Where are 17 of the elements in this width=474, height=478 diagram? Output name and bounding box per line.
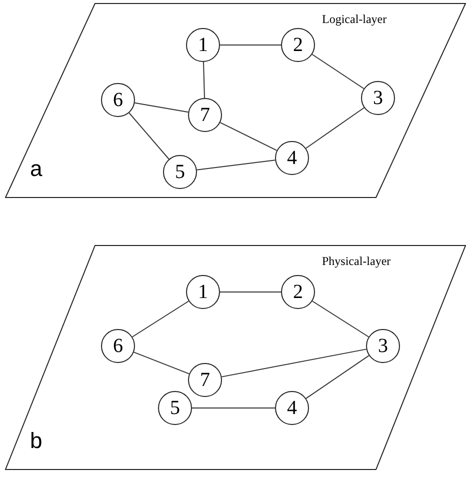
link-line bbox=[133, 352, 190, 374]
link-line bbox=[312, 54, 364, 90]
link-line bbox=[202, 62, 206, 98]
layer-title: Logical-layer bbox=[322, 11, 387, 28]
link-line bbox=[306, 355, 370, 399]
link-line bbox=[220, 122, 278, 151]
link-line bbox=[312, 300, 370, 338]
panel-letter: b bbox=[30, 430, 42, 452]
link-line bbox=[134, 102, 189, 113]
layer-title: Physical-layer bbox=[322, 253, 391, 270]
link-line bbox=[132, 300, 190, 338]
link-line bbox=[128, 112, 170, 160]
link-line bbox=[196, 160, 276, 170]
link-line bbox=[221, 348, 367, 378]
link-line bbox=[220, 44, 282, 46]
link-line bbox=[305, 107, 365, 149]
panel-letter: a bbox=[30, 158, 42, 180]
